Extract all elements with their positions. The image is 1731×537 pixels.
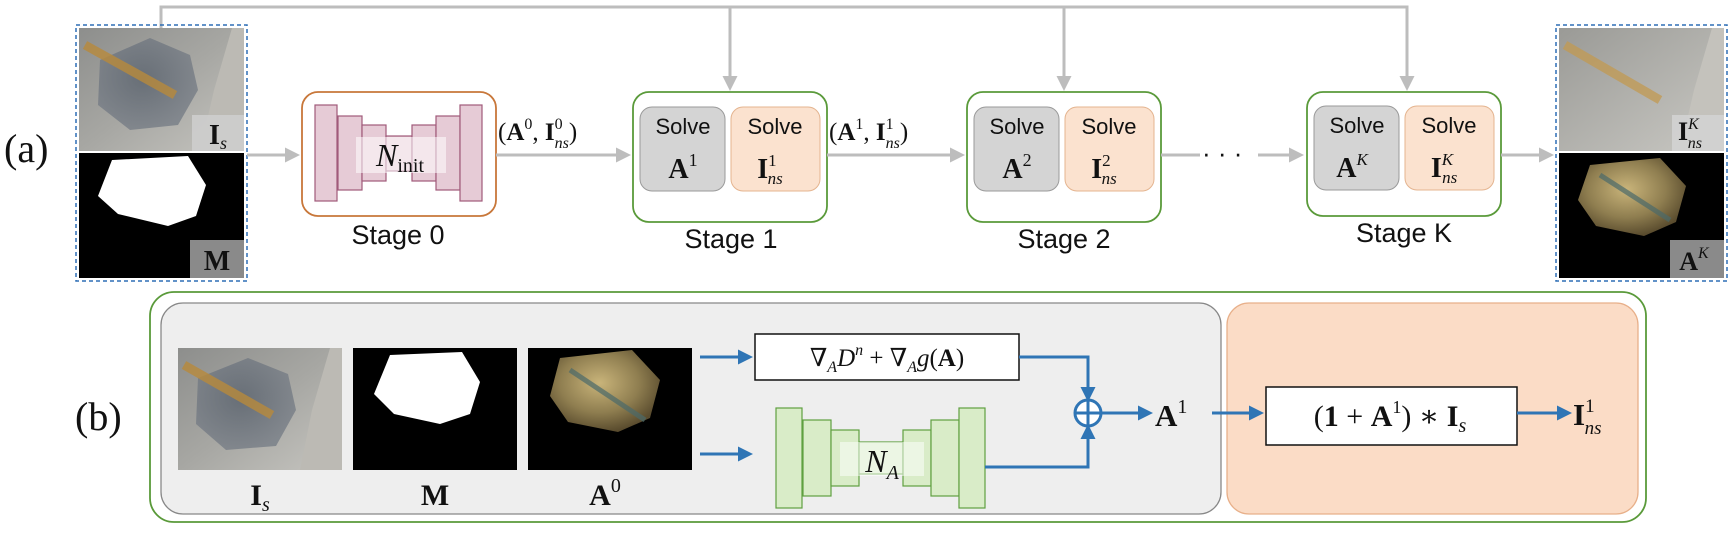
update-formula: (1 + A1) ∗ Is bbox=[1314, 397, 1467, 437]
ellipsis: · · · bbox=[1202, 138, 1242, 168]
output-attention-label: AK bbox=[1679, 245, 1710, 276]
sum-node bbox=[1073, 398, 1103, 428]
svg-text:AK: AK bbox=[1336, 150, 1369, 184]
stage-k-name: Stage K bbox=[1356, 218, 1452, 248]
network-a-icon: NA bbox=[775, 407, 986, 509]
stage-k-solve-i: Solve bbox=[1421, 113, 1476, 138]
stage-1-solve-i: Solve bbox=[747, 114, 802, 139]
panel-b-input-m-label: M bbox=[421, 479, 449, 512]
update-formula-box: (1 + A1) ∗ Is bbox=[1265, 386, 1518, 446]
stage-1-name: Stage 1 bbox=[684, 224, 777, 254]
panel-b-input-mask-image bbox=[353, 348, 517, 470]
input-mask-image: M bbox=[79, 153, 244, 278]
output-attention-image: AK bbox=[1559, 153, 1724, 278]
panel-b-input-shadow-image bbox=[178, 348, 342, 470]
svg-text:A1: A1 bbox=[668, 150, 697, 185]
network-init-icon: Ninit bbox=[314, 104, 483, 202]
stage-2-name: Stage 2 bbox=[1017, 224, 1110, 254]
stage-0: Ninit Stage 0 bbox=[301, 91, 497, 250]
panel-b-input-attention-image bbox=[528, 348, 692, 470]
stage-2-solve-i: Solve bbox=[1081, 114, 1136, 139]
stage-k-solve-a: Solve bbox=[1329, 113, 1384, 138]
stage-2-solve-a: Solve bbox=[989, 114, 1044, 139]
gradient-formula-box: ∇ADn + ∇Ag(A) bbox=[754, 333, 1020, 381]
stage-0-name: Stage 0 bbox=[351, 220, 444, 250]
panel-a-label: (a) bbox=[4, 126, 48, 171]
input-mask-label: M bbox=[204, 246, 230, 277]
input-image-group: Is M bbox=[75, 24, 248, 282]
feedback-lines bbox=[159, 5, 1415, 91]
panel-b-label: (b) bbox=[75, 394, 122, 439]
stage-1-solve-a: Solve bbox=[655, 114, 710, 139]
input-shadow-image: Is bbox=[79, 28, 244, 153]
